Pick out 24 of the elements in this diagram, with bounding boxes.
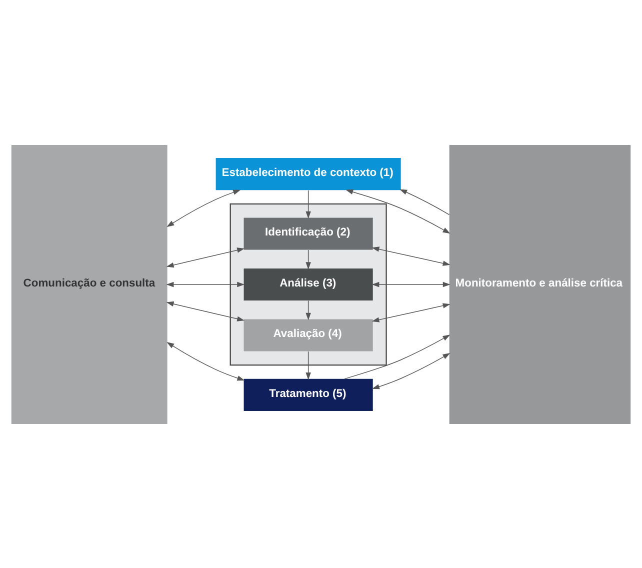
- cluster: [230, 202, 387, 366]
- arrow: [306, 190, 311, 218]
- arrow: [306, 300, 311, 320]
- arrow: [306, 350, 311, 380]
- node-box: Análise (3): [244, 268, 373, 300]
- arrow: [372, 246, 450, 266]
- arrow: [400, 188, 450, 215]
- node-box: Estabelecimento de contexto (1): [216, 158, 401, 190]
- arrow: [166, 300, 245, 321]
- arrow: [166, 281, 245, 287]
- node-box: Tratamento (5): [244, 378, 373, 410]
- arrow: [346, 188, 450, 234]
- arrow: [166, 189, 241, 227]
- node-box: Avaliação (4): [244, 318, 373, 351]
- node-box: Comunicação e consulta: [11, 144, 168, 424]
- arrow: [166, 341, 245, 380]
- node-box: Monitoramento e análise crítica: [449, 144, 631, 424]
- arrow: [372, 302, 450, 322]
- node-box: Identificação (2): [244, 217, 373, 250]
- arrow: [306, 249, 311, 270]
- arrow: [166, 247, 245, 268]
- arrow: [344, 334, 450, 379]
- arrow: [372, 352, 450, 389]
- arrow: [372, 281, 450, 287]
